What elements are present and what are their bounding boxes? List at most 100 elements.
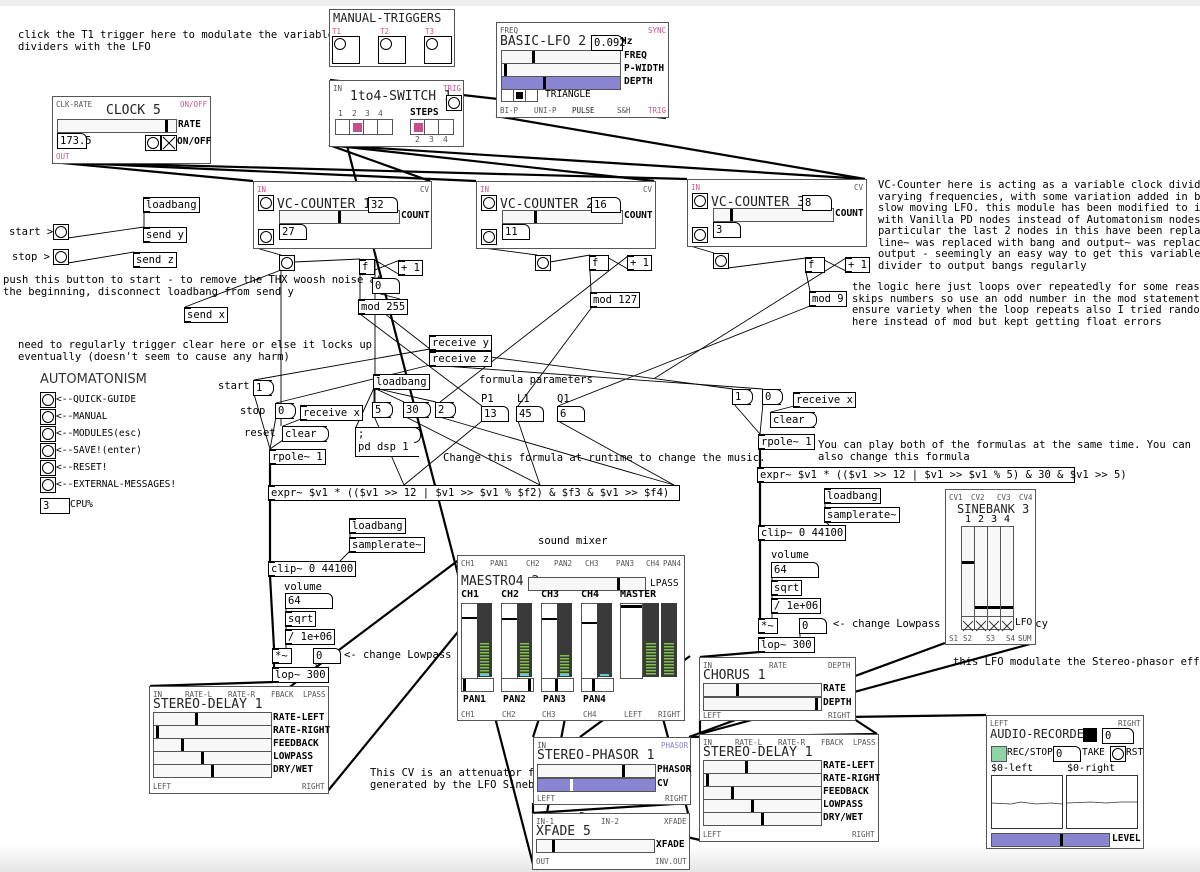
- slider-knob[interactable]: [181, 739, 184, 751]
- q1-number[interactable]: 6: [557, 406, 585, 422]
- receive-x-object-2[interactable]: receive x: [793, 392, 856, 408]
- recorder-number[interactable]: 0: [1102, 728, 1134, 744]
- float-object[interactable]: f: [359, 259, 375, 275]
- switch-trig-button[interactable]: [446, 95, 462, 111]
- trigger-t3-button[interactable]: [424, 36, 452, 64]
- multiply-signal-object[interactable]: *~: [272, 648, 292, 664]
- count-number[interactable]: 16: [591, 197, 621, 213]
- float-object[interactable]: f: [805, 257, 825, 273]
- sinebank-toggle[interactable]: [1000, 616, 1014, 632]
- slider-knob[interactable]: [962, 561, 974, 564]
- slider-knob[interactable]: [761, 813, 764, 825]
- plus-one-object[interactable]: + 1: [398, 260, 423, 276]
- lop-object[interactable]: lop~ 300: [272, 667, 329, 683]
- slider-knob[interactable]: [745, 761, 748, 773]
- send-x-object[interactable]: send x: [184, 307, 228, 323]
- slider-knob[interactable]: [751, 800, 754, 812]
- mod-9-object[interactable]: mod 9: [809, 291, 847, 307]
- sqrt-object-2[interactable]: sqrt: [771, 580, 803, 596]
- slider-knob[interactable]: [622, 765, 625, 777]
- receive-y-object[interactable]: receive y: [429, 335, 492, 351]
- master-fader[interactable]: [620, 603, 643, 679]
- slider-knob[interactable]: [617, 578, 620, 590]
- mod-127-object[interactable]: mod 127: [590, 292, 641, 308]
- slider-knob[interactable]: [730, 209, 733, 221]
- lfo-hz-number[interactable]: 0.092: [591, 35, 626, 51]
- loadbang-object[interactable]: loadbang: [373, 374, 430, 390]
- delay-slider[interactable]: [703, 760, 822, 774]
- delay-slider[interactable]: [703, 812, 822, 826]
- pan-knob[interactable]: [592, 679, 595, 691]
- multiply-signal-object-2[interactable]: *~: [758, 618, 778, 634]
- clip-object-2[interactable]: clip~ 0 44100: [758, 525, 847, 541]
- delay-slider[interactable]: [153, 725, 272, 739]
- slider-knob[interactable]: [165, 120, 168, 132]
- count-slider[interactable]: [713, 208, 834, 222]
- plus-one-object[interactable]: + 1: [627, 255, 652, 271]
- slider-knob[interactable]: [195, 713, 198, 725]
- volume-number-2[interactable]: 64: [771, 562, 819, 578]
- sinebank-slider[interactable]: [1000, 526, 1014, 617]
- pan-slider[interactable]: [581, 678, 614, 692]
- sinebank-toggle[interactable]: [961, 616, 975, 632]
- count-number[interactable]: 32: [368, 197, 398, 213]
- pan-slider[interactable]: [501, 678, 534, 692]
- automatonism-bang[interactable]: [40, 443, 56, 459]
- rec-stop-toggle[interactable]: [991, 746, 1007, 762]
- delay-slider[interactable]: [703, 773, 822, 787]
- loadbang-object[interactable]: loadbang: [349, 518, 406, 534]
- message-2[interactable]: 2: [435, 402, 457, 418]
- vc-counter-in-bang[interactable]: [692, 193, 708, 209]
- rpole-object-2[interactable]: rpole~ 1: [758, 434, 815, 450]
- automatonism-bang[interactable]: [40, 392, 56, 408]
- delay-slider[interactable]: [153, 751, 272, 765]
- sinebank-slider[interactable]: [961, 526, 975, 617]
- fader-knob[interactable]: [502, 618, 517, 620]
- cv-attenuator-slider[interactable]: [537, 778, 656, 792]
- start-bang[interactable]: [53, 224, 69, 240]
- level-slider[interactable]: [991, 833, 1110, 847]
- fader-knob[interactable]: [542, 618, 557, 620]
- slider-knob[interactable]: [534, 211, 537, 223]
- float-object[interactable]: f: [589, 255, 609, 271]
- pan-knob[interactable]: [528, 679, 531, 691]
- trigger-t1-button[interactable]: [332, 36, 360, 64]
- divide-object[interactable]: / 1e+06: [285, 629, 336, 645]
- vc-counter-in-bang[interactable]: [258, 195, 274, 211]
- fader-knob[interactable]: [462, 617, 477, 619]
- wave-cell-3[interactable]: [525, 89, 538, 102]
- reset-bang[interactable]: [1110, 746, 1126, 762]
- pd-dsp-message[interactable]: ;pd dsp 1: [355, 427, 421, 457]
- channel-fader[interactable]: [501, 603, 518, 679]
- send-y-object[interactable]: send y: [143, 227, 187, 243]
- receive-z-object[interactable]: receive z: [429, 351, 492, 367]
- slider-knob[interactable]: [975, 606, 987, 609]
- clear-message-2[interactable]: clear: [770, 412, 817, 428]
- slider-knob[interactable]: [504, 64, 507, 76]
- stop-message[interactable]: 0: [275, 403, 297, 419]
- vc-counter-out-bang[interactable]: [481, 229, 497, 245]
- stop-bang[interactable]: [53, 249, 69, 265]
- samplerate-object[interactable]: samplerate~: [349, 537, 425, 553]
- plus-one-object[interactable]: + 1: [845, 257, 870, 273]
- divide-object-2[interactable]: / 1e+06: [771, 598, 822, 614]
- count-number[interactable]: 8: [802, 195, 832, 211]
- value-number[interactable]: 27: [279, 224, 307, 240]
- slider-knob[interactable]: [731, 787, 734, 799]
- slider-knob[interactable]: [338, 211, 341, 223]
- message-5[interactable]: 5: [372, 402, 394, 418]
- take-number[interactable]: 0: [1053, 746, 1081, 762]
- right-waveform-array[interactable]: [1066, 775, 1138, 829]
- slider-knob[interactable]: [736, 684, 739, 696]
- pan-knob[interactable]: [555, 679, 558, 691]
- delay-slider[interactable]: [703, 799, 822, 813]
- p1-number[interactable]: 13: [481, 406, 509, 422]
- loadbang-object[interactable]: loadbang: [143, 197, 200, 213]
- channel-fader[interactable]: [461, 603, 478, 679]
- counter-1-bang[interactable]: [279, 255, 295, 271]
- slider-knob[interactable]: [1060, 834, 1063, 846]
- pan-slider[interactable]: [541, 678, 574, 692]
- slider-knob[interactable]: [988, 606, 1000, 609]
- automatonism-bang[interactable]: [40, 426, 56, 442]
- mod-255-object[interactable]: mod 255: [358, 299, 409, 315]
